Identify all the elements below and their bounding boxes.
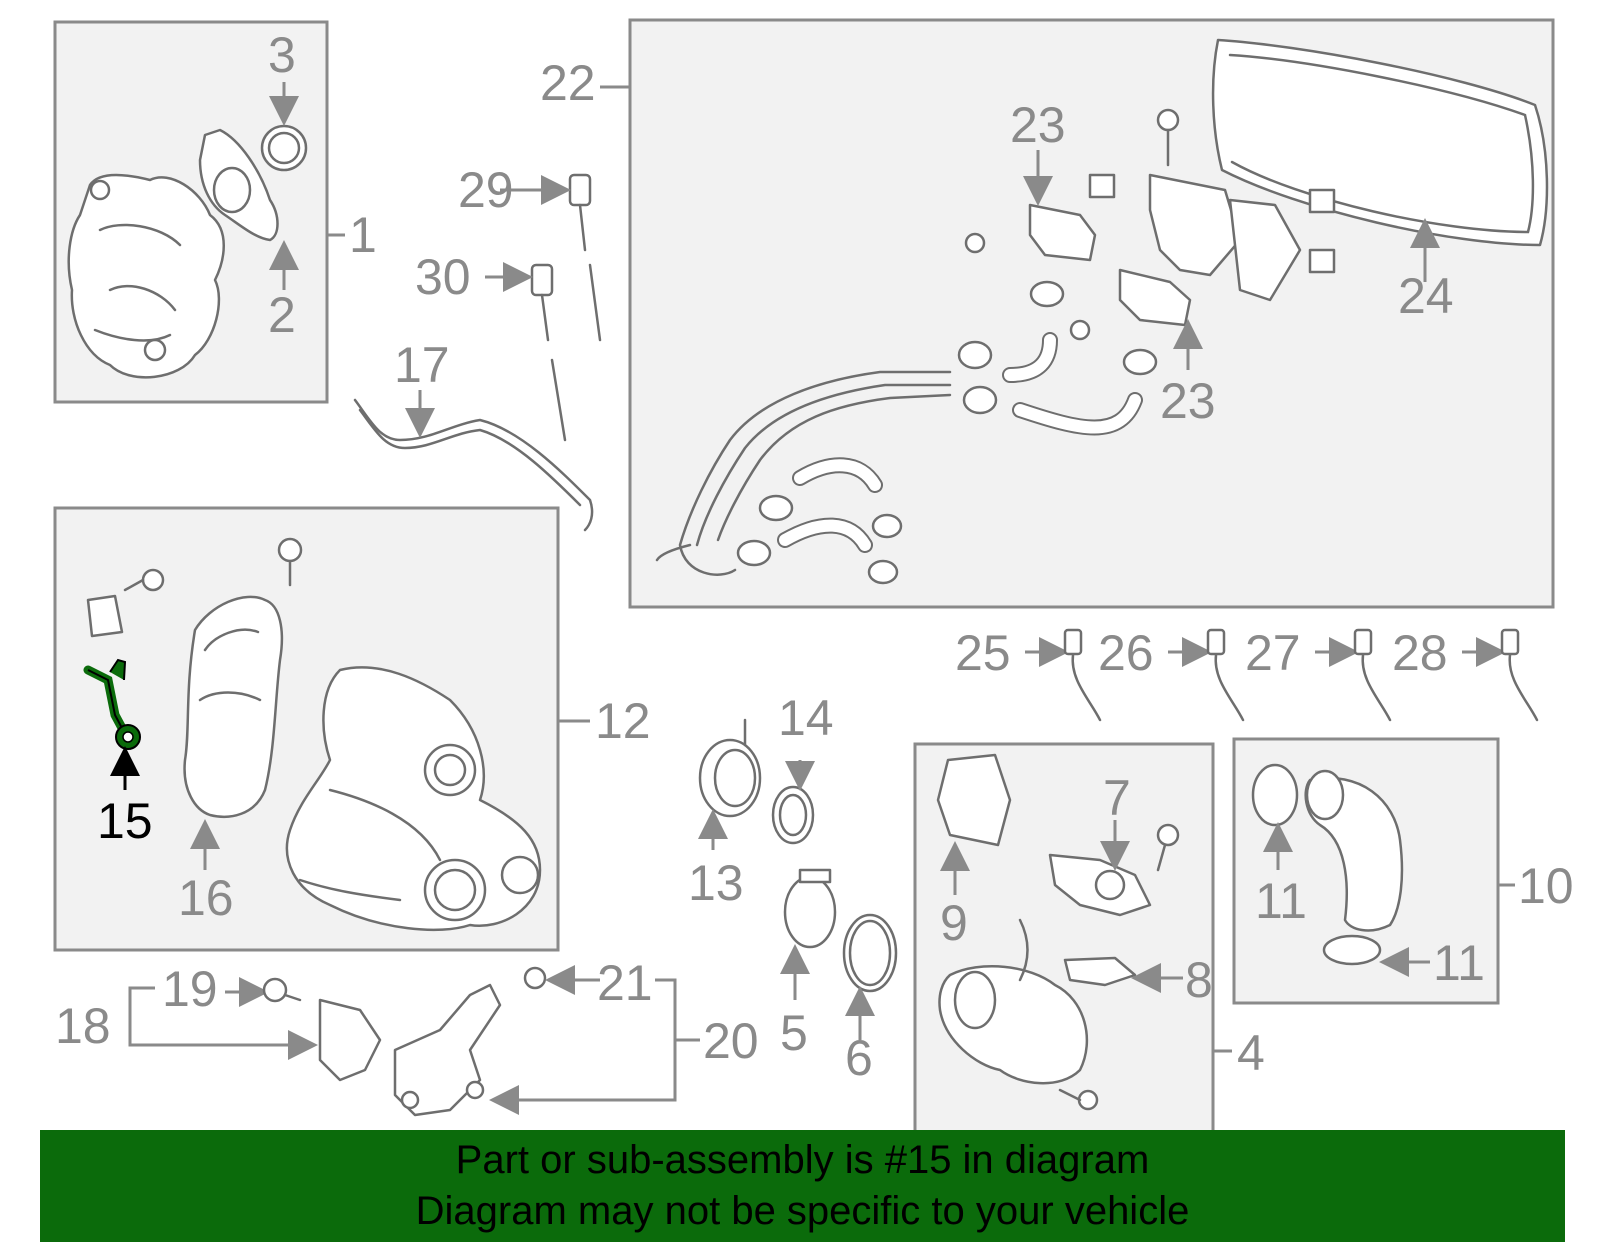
group-sensors-17-29-30: 29 30 17 — [353, 162, 602, 532]
callout-10: 10 — [1518, 858, 1574, 914]
callout-11-right: 11 — [1433, 935, 1485, 991]
callout-30: 30 — [415, 249, 471, 305]
callout-23-top: 23 — [1010, 97, 1066, 153]
banner-line-1: Part or sub-assembly is #15 in diagram — [455, 1138, 1150, 1182]
callout-27: 27 — [1245, 625, 1301, 681]
callout-23-bottom: 23 — [1160, 373, 1216, 429]
callout-5: 5 — [780, 1005, 808, 1061]
group-clamps-5-6-13-14: 13 14 5 6 — [688, 690, 898, 1086]
callout-8: 8 — [1185, 952, 1213, 1008]
callout-26: 26 — [1098, 625, 1154, 681]
group-sensors-25-28: 25 26 27 28 — [955, 625, 1539, 722]
callout-24: 24 — [1398, 268, 1454, 324]
callout-25: 25 — [955, 625, 1011, 681]
callout-20: 20 — [703, 1013, 759, 1069]
callout-9: 9 — [940, 895, 968, 951]
group-box-1: 3 2 1 — [53, 20, 377, 404]
callout-13: 13 — [688, 855, 744, 911]
callout-28: 28 — [1392, 625, 1448, 681]
banner-line-2: Diagram may not be specific to your vehi… — [415, 1189, 1190, 1233]
callout-17: 17 — [394, 337, 450, 393]
callout-11-left: 11 — [1255, 873, 1307, 929]
callout-19: 19 — [162, 961, 218, 1017]
callout-3: 3 — [268, 27, 296, 83]
group-brackets-18-21: 18 19 21 20 — [55, 955, 759, 1117]
group-box-22: 22 24 23 23 — [540, 18, 1555, 609]
highlighted-part-15: 15 — [83, 658, 153, 849]
callout-6: 6 — [845, 1030, 873, 1086]
group-box-10: 10 11 11 — [1232, 737, 1574, 1005]
group-box-4: 4 9 7 8 — [913, 742, 1265, 1134]
callout-14: 14 — [778, 690, 834, 746]
callout-16: 16 — [178, 870, 234, 926]
info-banner: Part or sub-assembly is #15 in diagram D… — [40, 1130, 1565, 1242]
callout-15: 15 — [97, 793, 153, 849]
callout-4: 4 — [1237, 1025, 1265, 1081]
callout-1: 1 — [349, 207, 377, 263]
callout-22: 22 — [540, 55, 596, 111]
group-box-12: 12 16 — [53, 506, 651, 952]
callout-2: 2 — [268, 287, 296, 343]
callout-21: 21 — [597, 955, 653, 1011]
callout-18: 18 — [55, 998, 111, 1054]
callout-29: 29 — [458, 162, 514, 218]
callout-7: 7 — [1103, 770, 1131, 826]
callout-12: 12 — [595, 693, 651, 749]
